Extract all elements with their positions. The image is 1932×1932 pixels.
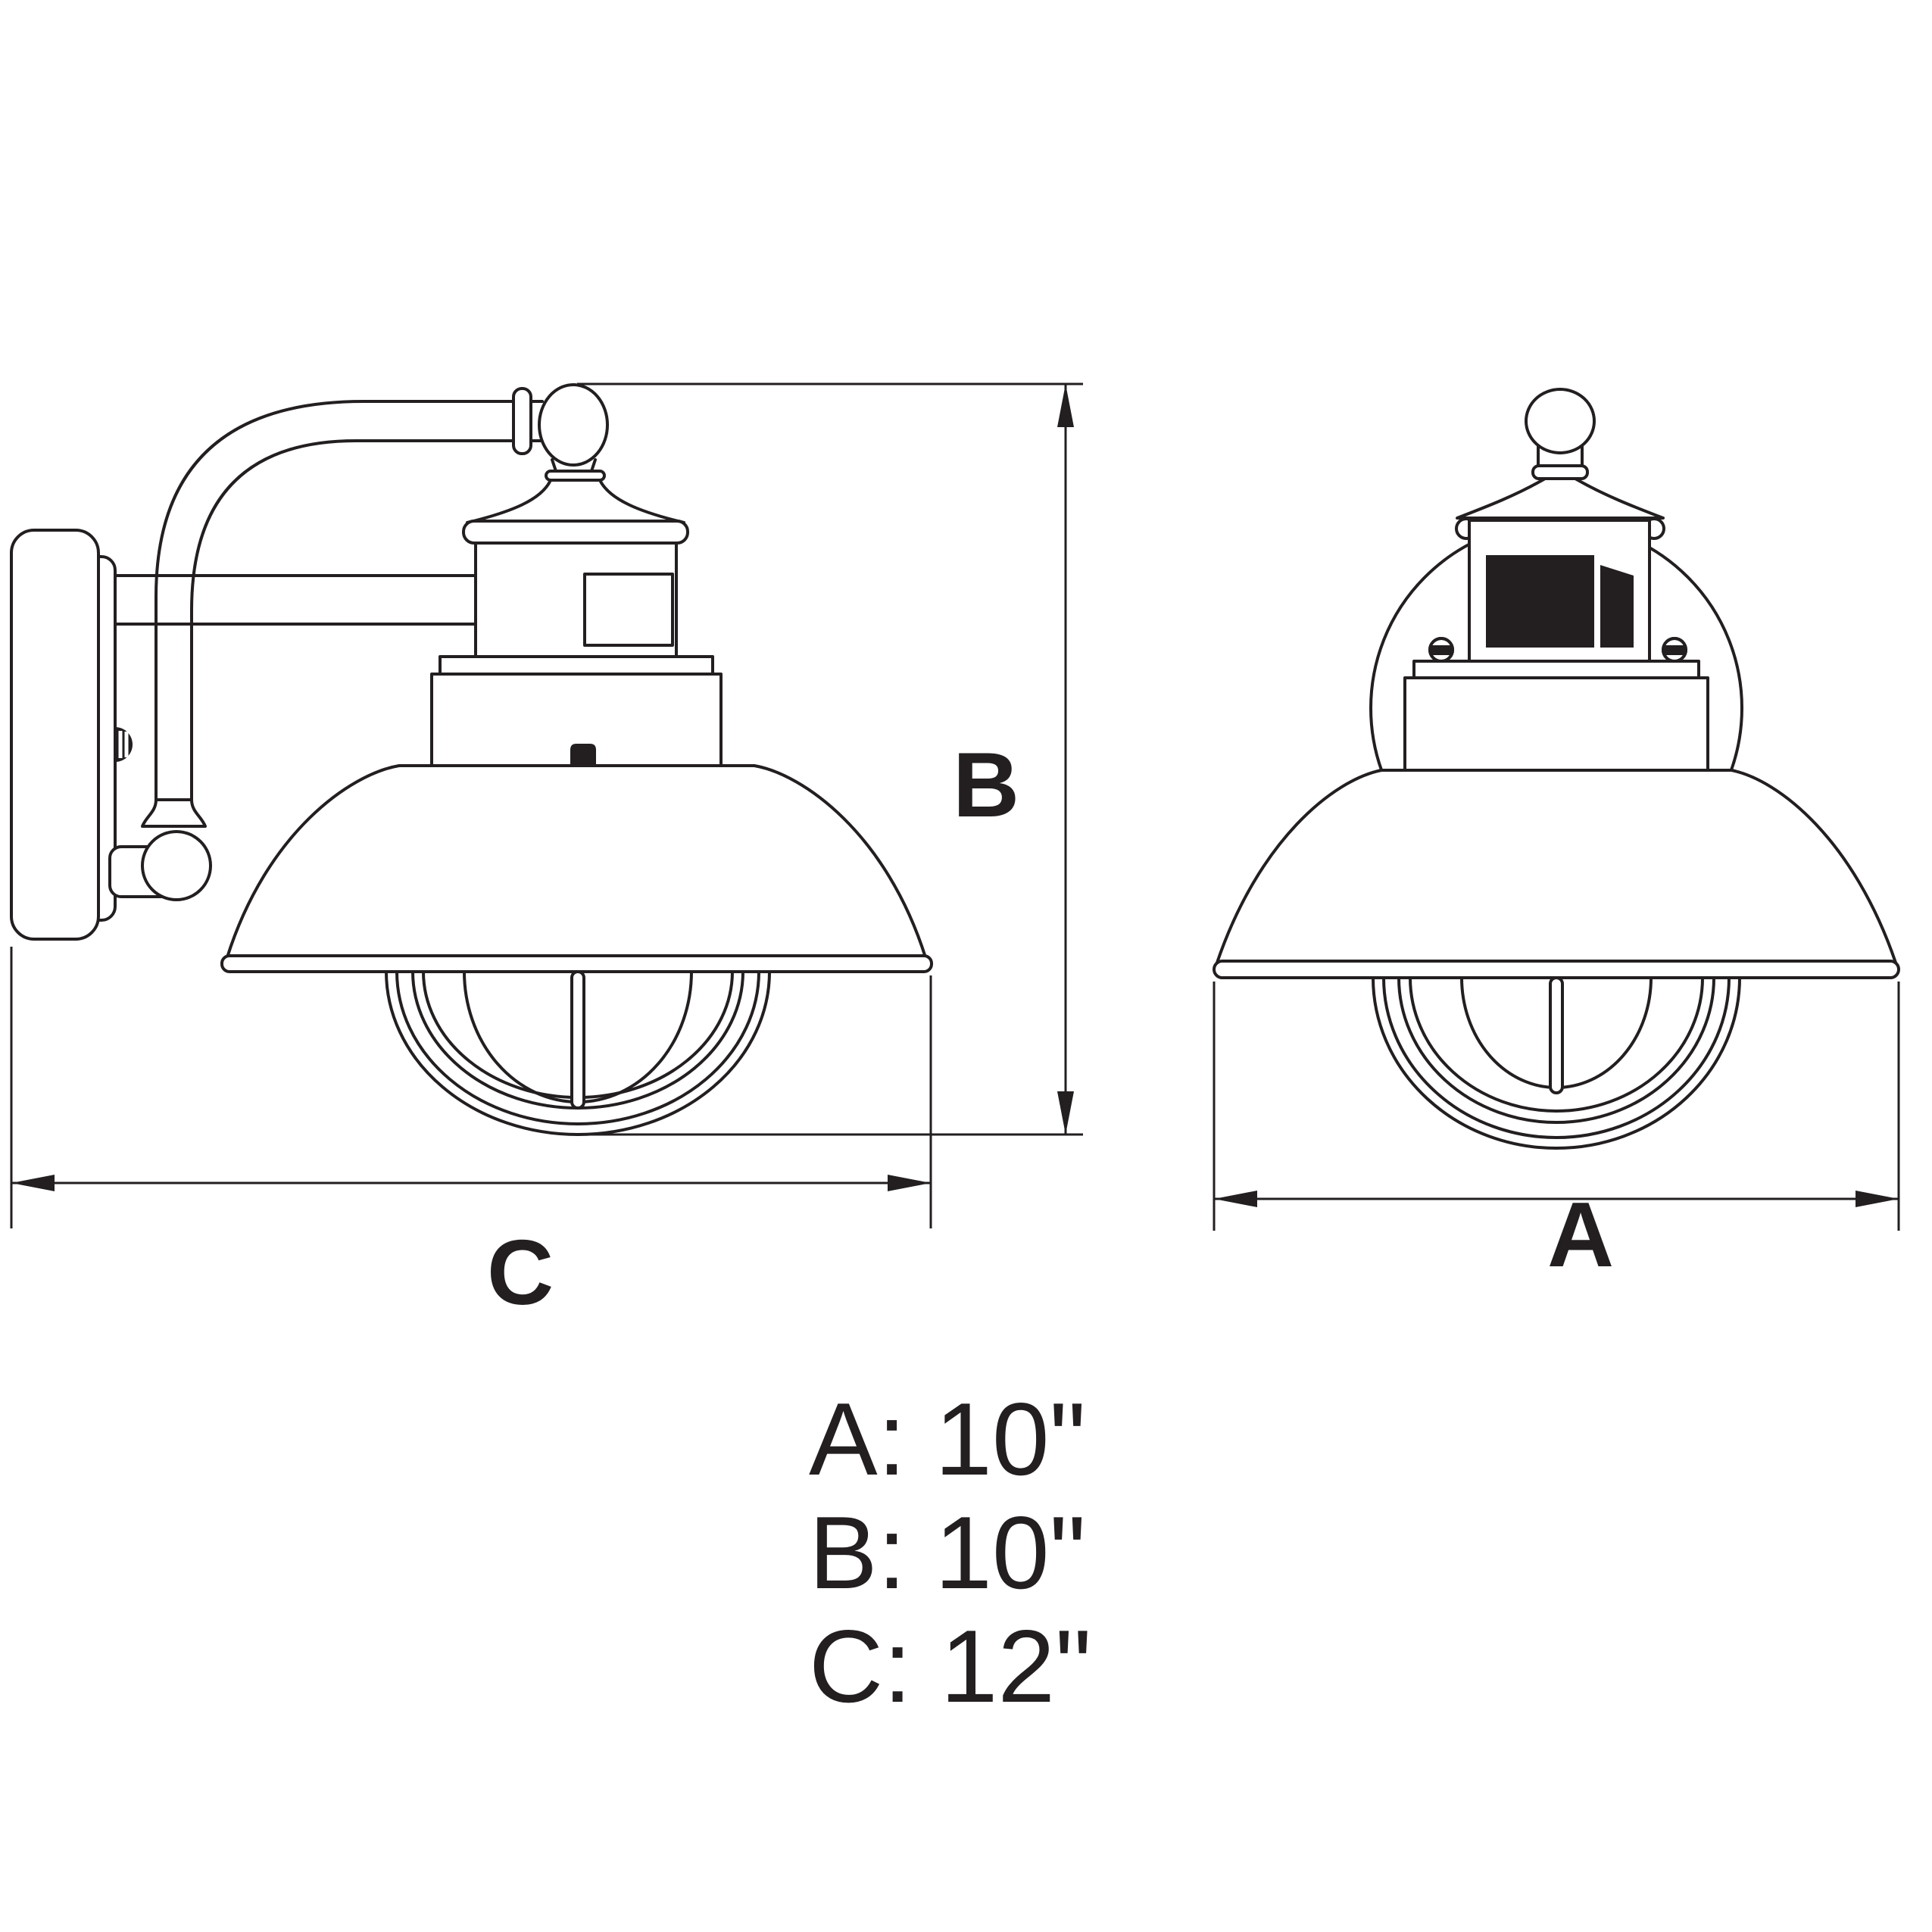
bolt-right (1662, 637, 1687, 663)
thumbscrew (115, 727, 133, 762)
dome-shade-side (226, 764, 927, 959)
neck-line-right (590, 458, 597, 473)
pipe-collar (141, 798, 207, 828)
pipe-flange (512, 387, 532, 455)
dimension-label-b: B (953, 733, 1019, 836)
neck-line-left (551, 458, 557, 473)
cage-guard-side (385, 970, 771, 1136)
cap-flare (466, 479, 685, 524)
solar-panel-side (1600, 565, 1634, 648)
cage-guard-front (1372, 976, 1741, 1150)
spec-line-c: C: 12" (809, 1609, 1091, 1724)
pipe-arm-outer-line (154, 400, 544, 803)
shade-brim-front (1213, 960, 1900, 979)
dome-shade-front (1216, 769, 1897, 964)
wall-plate-outer (10, 529, 100, 941)
spec-list: A: 10" B: 10" C: 12" (809, 1381, 1091, 1724)
body-step-ring (439, 655, 714, 676)
shade-brim-side (220, 954, 933, 973)
spec-line-b: B: 10" (809, 1495, 1086, 1610)
dimension-label-a: A (1547, 1183, 1614, 1286)
arm-bracket (114, 574, 480, 626)
dimension-label-c: C (487, 1221, 554, 1324)
mounting-plate (1412, 660, 1700, 679)
pagoda-cap (1456, 477, 1665, 520)
arrowhead-c-right (888, 1175, 931, 1191)
bolt-left (1428, 637, 1454, 663)
cage-center-rib-front (1549, 976, 1564, 1094)
dimension-b: B (577, 382, 1083, 1136)
cap-rolled-edge (462, 520, 689, 545)
front-view (1213, 388, 1900, 1150)
elbow-ball-lower (141, 830, 212, 901)
finial-ring (1531, 464, 1589, 480)
dimension-a: A (1213, 982, 1900, 1286)
dome-bolt (570, 744, 596, 766)
arrowhead-b-top (1057, 384, 1074, 427)
pipe-arm-inner-line (190, 439, 544, 803)
arrowhead-a-left (1214, 1191, 1257, 1207)
solar-panel-front (1486, 555, 1594, 648)
canopy-block (1403, 676, 1709, 772)
dimension-c: C (10, 947, 932, 1324)
spec-line-a: A: 10" (809, 1381, 1086, 1497)
arrowhead-a-right (1856, 1191, 1899, 1207)
arrowhead-b-bottom (1057, 1091, 1074, 1135)
elbow-ball-upper (538, 383, 609, 467)
cage-center-rib (570, 970, 585, 1110)
finial-ball (1525, 388, 1596, 454)
side-view (10, 383, 933, 1136)
arrowhead-c-left (11, 1175, 55, 1191)
photocell-window (583, 573, 674, 647)
